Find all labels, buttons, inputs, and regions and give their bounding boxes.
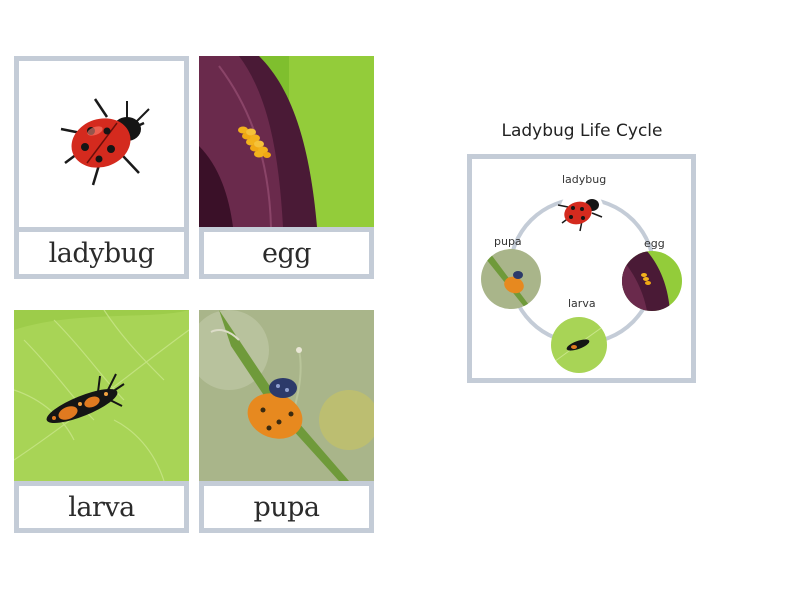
card-label-larva: larva <box>68 491 135 523</box>
egg-image <box>199 56 374 227</box>
ladybug-image <box>19 61 184 227</box>
card-divider <box>204 227 369 232</box>
diagram-label-pupa: pupa <box>494 235 522 248</box>
card-label-pupa: pupa <box>253 491 320 523</box>
larva-image <box>14 310 189 481</box>
diagram-pupa-image <box>481 249 541 309</box>
card-egg: egg <box>199 56 374 279</box>
card-divider <box>204 481 369 486</box>
life-cycle-diagram: ladybug egg larva pupa <box>467 154 696 383</box>
diagram-label-ladybug: ladybug <box>562 173 607 186</box>
card-pupa: pupa <box>199 310 374 533</box>
card-ladybug: ladybug <box>14 56 189 279</box>
diagram-egg-image <box>622 251 682 311</box>
ladybug-icon <box>60 98 150 186</box>
diagram-label-larva: larva <box>568 297 596 310</box>
pupa-icon <box>247 378 303 439</box>
card-divider <box>19 481 184 486</box>
diagram-larva-image <box>551 317 607 373</box>
pupa-image <box>199 310 374 481</box>
card-label-ladybug: ladybug <box>48 237 155 269</box>
diagram-title: Ladybug Life Cycle <box>501 121 663 141</box>
diagram-ladybug-icon <box>557 199 603 232</box>
card-divider <box>19 227 184 232</box>
egg-cluster-icon <box>238 126 271 158</box>
diagram-label-egg: egg <box>644 237 665 250</box>
card-larva: larva <box>14 310 189 533</box>
card-label-egg: egg <box>261 237 312 269</box>
larva-icon <box>46 373 125 423</box>
